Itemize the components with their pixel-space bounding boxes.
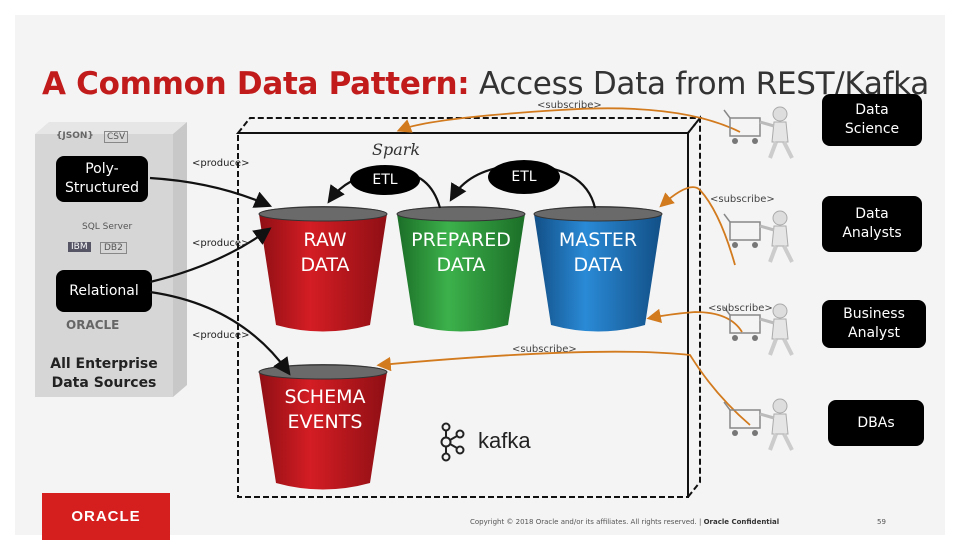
footer-copyright: Copyright © 2018 Oracle and/or its affil… [470, 518, 779, 526]
subscribe-label-top: <subscribe> [537, 100, 602, 111]
produce-label-1: <produce> [192, 158, 250, 169]
data-science-box: Data Science [822, 94, 922, 146]
etl-label-1: ETL [350, 165, 420, 195]
master-data-bucket [533, 206, 663, 332]
schema-events-label: SCHEMA EVENTS [284, 386, 366, 433]
subscribe-arrow-top [396, 107, 741, 133]
poly-structured-box: Poly- Structured [56, 156, 148, 202]
kafka-logo-text: kafka [478, 428, 531, 453]
business-analyst-box: Business Analyst [822, 300, 926, 348]
csv-logo: CSV [104, 131, 129, 143]
subscribe-label-kafka: <subscribe> [512, 344, 577, 355]
shopping-cart-person-icon [723, 303, 794, 356]
shopping-cart-person-icon [723, 210, 794, 263]
subscribe-label-low: <subscribe> [708, 303, 773, 314]
page-number: 59 [877, 518, 886, 526]
confidential-text: Oracle Confidential [703, 518, 780, 526]
data-analysts-box: Data Analysts [822, 196, 922, 252]
shopping-cart-person-icon [723, 106, 794, 159]
subscribe-arrow-mid [659, 186, 736, 266]
raw-data-label: RAW DATA [300, 229, 350, 276]
dbas-box: DBAs [828, 400, 924, 446]
all-enterprise-label: All Enterprise Data Sources [50, 356, 158, 391]
produce-label-3: <produce> [192, 330, 250, 341]
oracle-db-logo: ORACLE [66, 318, 120, 332]
raw-data-bucket [258, 206, 388, 332]
copyright-text: Copyright © 2018 Oracle and/or its affil… [470, 518, 702, 526]
produce-arrow-1 [149, 176, 273, 208]
produce-label-2: <produce> [192, 238, 250, 249]
spark-logo: Spark [372, 140, 421, 159]
prepared-data-label: PREPARED DATA [411, 229, 511, 276]
produce-arrow-2 [149, 227, 272, 284]
db2-logo: DB2 [100, 242, 127, 254]
schema-events-bucket [258, 364, 388, 490]
consumer-figures [723, 106, 794, 451]
title-highlight: A Common Data Pattern: [42, 66, 470, 102]
ibm-logo: IBM [68, 242, 91, 252]
subscribe-label-mid: <subscribe> [710, 194, 775, 205]
shopping-cart-person-icon [723, 398, 794, 451]
kafka-icon [440, 422, 465, 462]
kafka-logo: kafka [472, 428, 531, 454]
produce-arrow-3 [149, 290, 291, 376]
master-data-label: MASTER DATA [558, 229, 638, 276]
oracle-logo: ORACLE [42, 493, 170, 540]
prepared-data-bucket [396, 206, 526, 332]
subscribe-arrow-low [646, 308, 743, 333]
subscribe-arrow-kafka [376, 350, 751, 426]
relational-box: Relational [56, 270, 152, 312]
etl-label-2: ETL [488, 160, 560, 194]
json-logo: {JSON} [56, 131, 94, 141]
sqlserver-logo: SQL Server [82, 222, 133, 232]
